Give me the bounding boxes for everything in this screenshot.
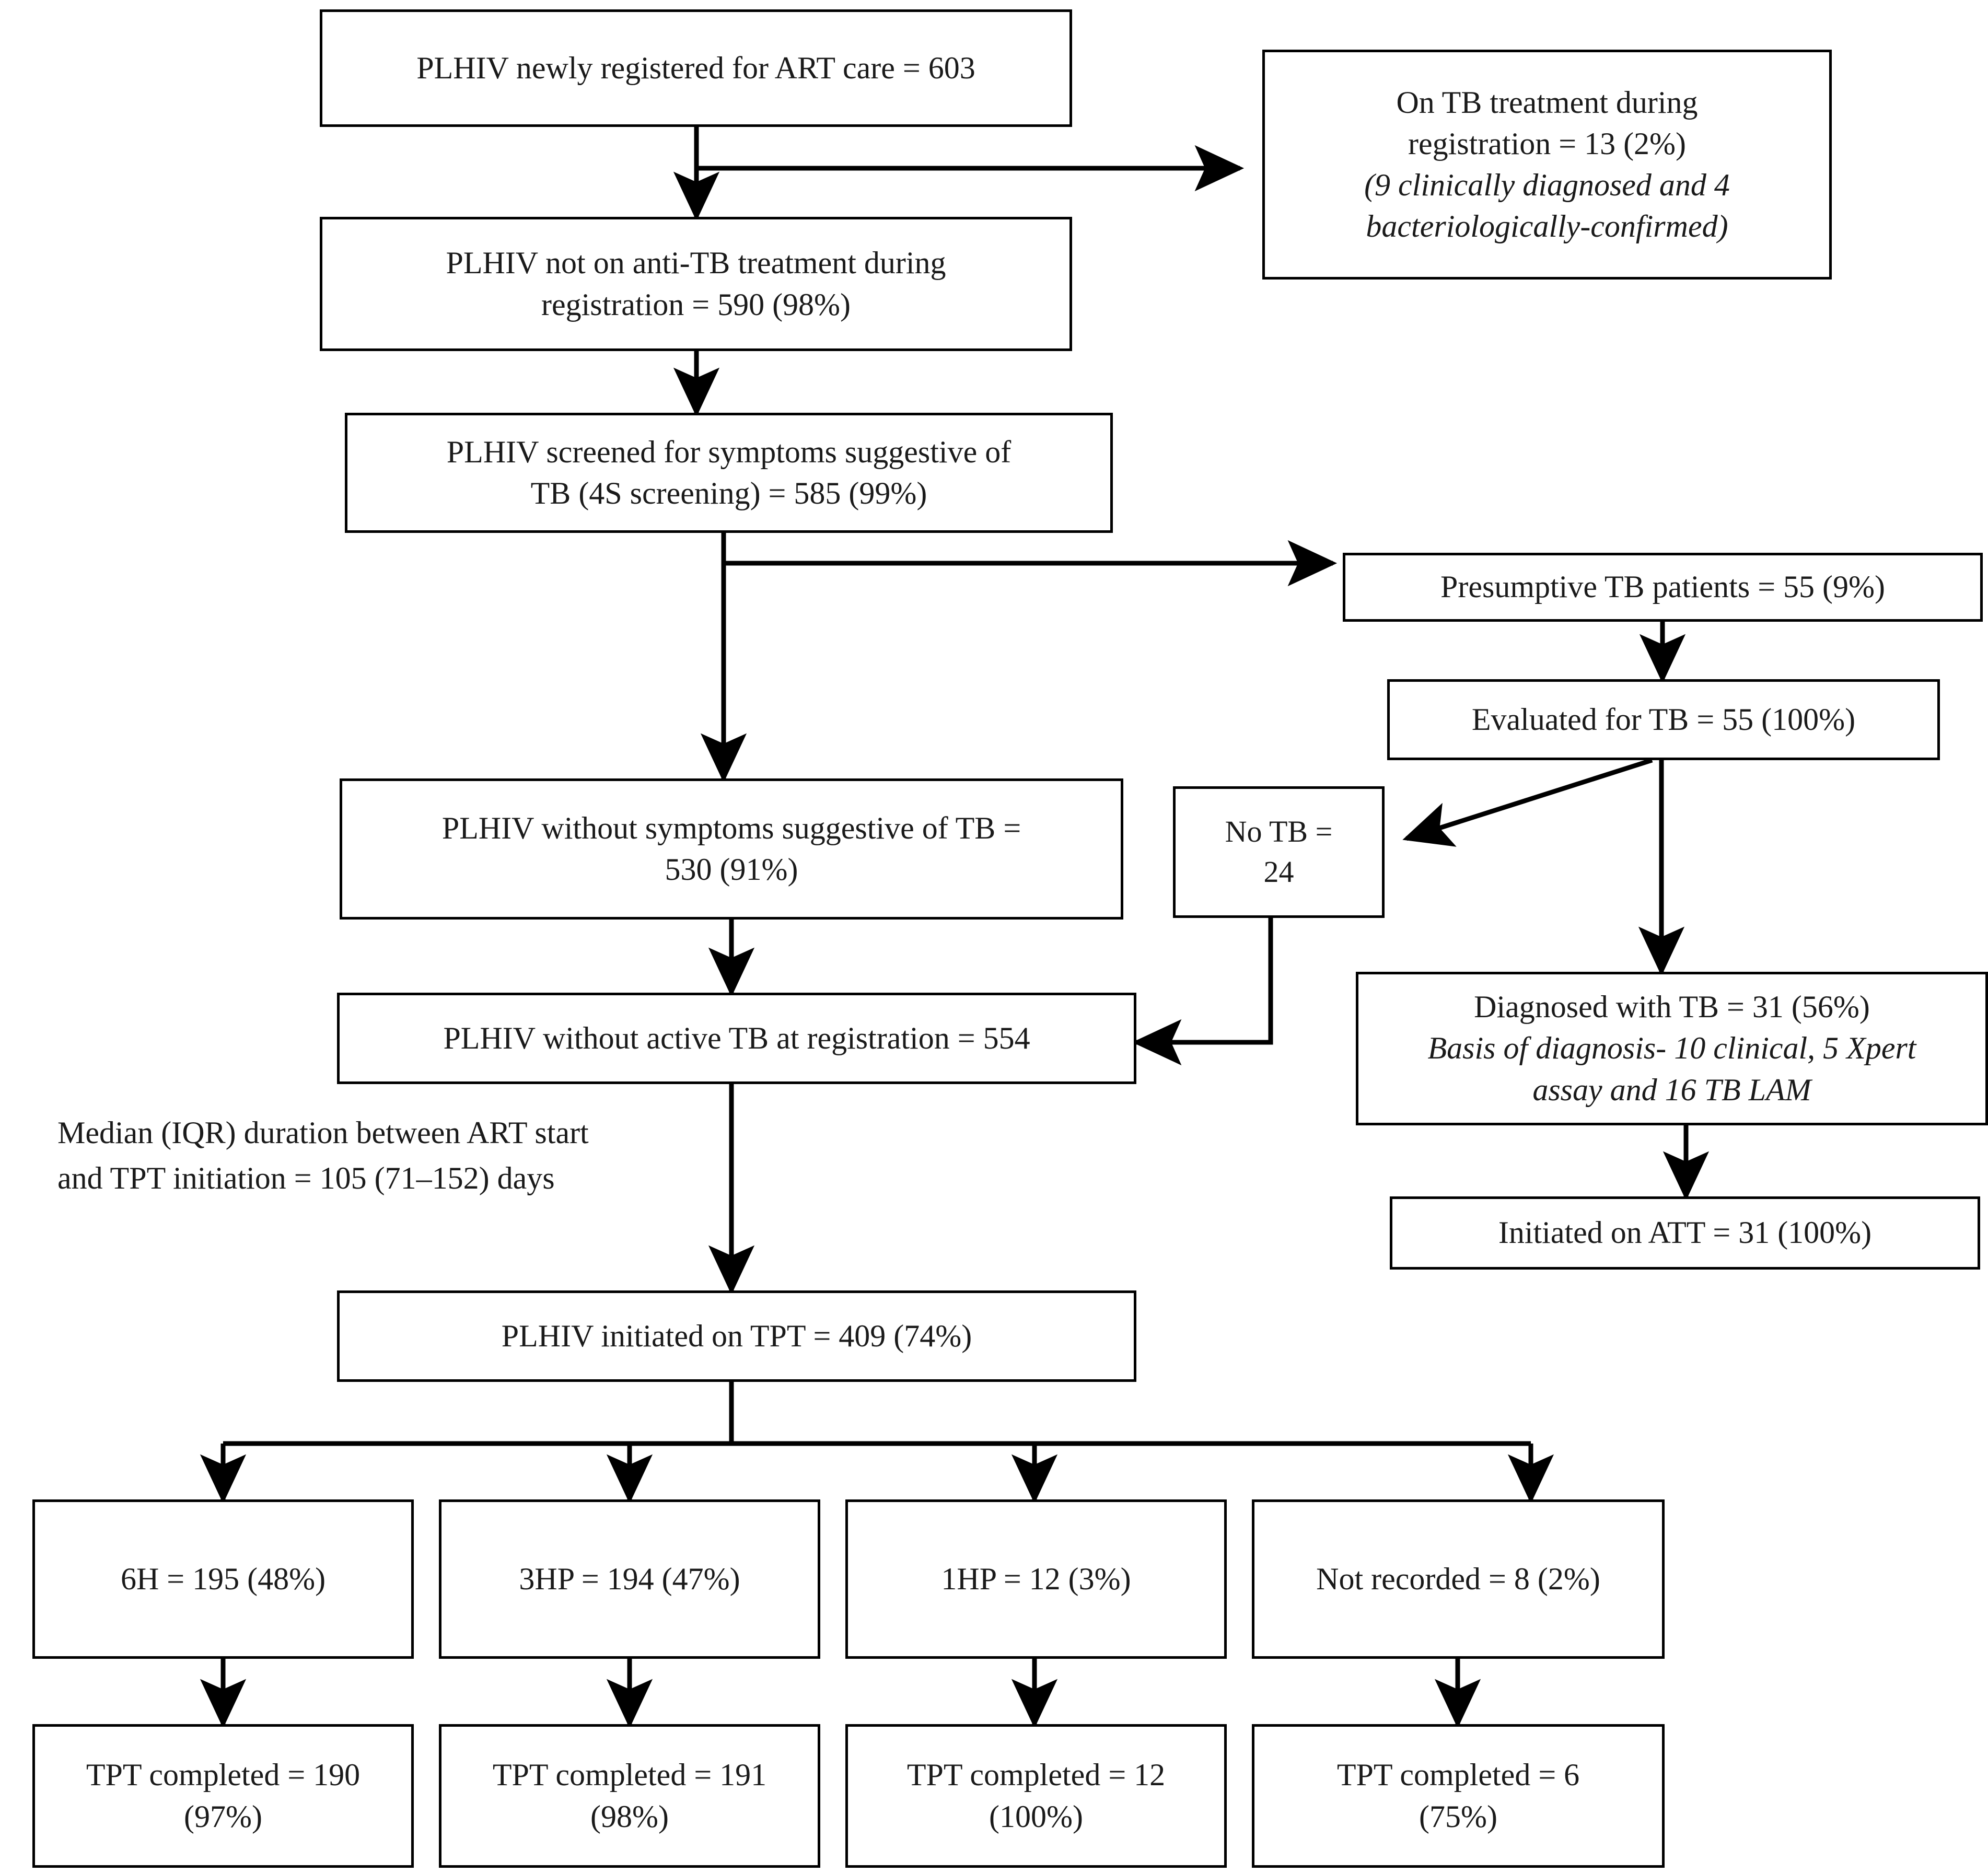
node-completed-3hp-line1: TPT completed = 191 xyxy=(492,1758,767,1793)
node-completed-6h-line2: (97%) xyxy=(184,1799,262,1834)
node-initiated-tpt[interactable]: PLHIV initiated on TPT = 409 (74%) xyxy=(337,1290,1136,1382)
node-screened-line1: PLHIV screened for symptoms suggestive o… xyxy=(446,434,1012,469)
node-completed-3hp-line2: (98%) xyxy=(590,1799,669,1834)
node-on-tb-treatment-line1: On TB treatment during xyxy=(1396,85,1698,120)
node-completed-1hp-line1: TPT completed = 12 xyxy=(906,1758,1166,1793)
node-no-tb[interactable]: No TB = 24 xyxy=(1173,786,1385,918)
node-not-on-anti-tb[interactable]: PLHIV not on anti-TB treatment during re… xyxy=(320,217,1072,351)
node-on-tb-treatment-sub1: (9 clinically diagnosed and 4 xyxy=(1364,168,1730,202)
annotation-median-iqr-line2: and TPT initiation = 105 (71–152) days xyxy=(57,1161,555,1195)
annotation-median-iqr-line1: Median (IQR) duration between ART start xyxy=(57,1115,589,1150)
node-screened[interactable]: PLHIV screened for symptoms suggestive o… xyxy=(345,413,1113,533)
node-regimen-6h-line1: 6H = 195 (48%) xyxy=(120,1561,326,1596)
node-regimen-not-recorded-line1: Not recorded = 8 (2%) xyxy=(1316,1561,1600,1596)
node-evaluated[interactable]: Evaluated for TB = 55 (100%) xyxy=(1387,679,1940,760)
node-without-symptoms-line2: 530 (91%) xyxy=(665,852,798,887)
node-without-symptoms[interactable]: PLHIV without symptoms suggestive of TB … xyxy=(340,778,1123,920)
node-registered-line1: PLHIV newly registered for ART care = 60… xyxy=(416,50,975,85)
node-regimen-3hp-line1: 3HP = 194 (47%) xyxy=(519,1561,740,1596)
node-diagnosed-tb[interactable]: Diagnosed with TB = 31 (56%) Basis of di… xyxy=(1356,972,1988,1125)
node-completed-1hp-line2: (100%) xyxy=(989,1799,1083,1834)
edge-evaluated-to-no-tb xyxy=(1402,758,1653,847)
node-completed-1hp[interactable]: TPT completed = 12 (100%) xyxy=(845,1724,1227,1868)
node-regimen-1hp[interactable]: 1HP = 12 (3%) xyxy=(845,1499,1227,1659)
node-completed-6h[interactable]: TPT completed = 190 (97%) xyxy=(32,1724,414,1868)
annotation-median-iqr: Median (IQR) duration between ART start … xyxy=(57,1110,747,1201)
node-initiated-att[interactable]: Initiated on ATT = 31 (100%) xyxy=(1390,1196,1980,1270)
node-presumptive-line1: Presumptive TB patients = 55 (9%) xyxy=(1440,569,1885,604)
node-screened-line2: TB (4S screening) = 585 (99%) xyxy=(530,476,927,510)
node-no-tb-line1: No TB = xyxy=(1225,815,1333,849)
node-completed-not-recorded-line2: (75%) xyxy=(1419,1799,1497,1834)
node-no-tb-line2: 24 xyxy=(1263,855,1294,889)
node-diagnosed-tb-sub1: Basis of diagnosis- 10 clinical, 5 Xpert xyxy=(1427,1031,1916,1066)
node-diagnosed-tb-line1: Diagnosed with TB = 31 (56%) xyxy=(1474,990,1870,1025)
node-regimen-6h[interactable]: 6H = 195 (48%) xyxy=(32,1499,414,1659)
node-on-tb-treatment[interactable]: On TB treatment during registration = 13… xyxy=(1262,50,1832,280)
node-without-active-tb[interactable]: PLHIV without active TB at registration … xyxy=(337,993,1136,1084)
edge-no-tb-to-without-active-tb xyxy=(1132,918,1273,1066)
node-not-on-anti-tb-line1: PLHIV not on anti-TB treatment during xyxy=(446,246,946,281)
node-registered[interactable]: PLHIV newly registered for ART care = 60… xyxy=(320,9,1072,127)
node-initiated-att-line1: Initiated on ATT = 31 (100%) xyxy=(1498,1215,1872,1250)
node-completed-not-recorded[interactable]: TPT completed = 6 (75%) xyxy=(1252,1724,1665,1868)
node-completed-6h-line1: TPT completed = 190 xyxy=(86,1758,361,1793)
node-presumptive[interactable]: Presumptive TB patients = 55 (9%) xyxy=(1343,553,1983,622)
node-evaluated-line1: Evaluated for TB = 55 (100%) xyxy=(1471,702,1856,737)
node-regimen-not-recorded[interactable]: Not recorded = 8 (2%) xyxy=(1252,1499,1665,1659)
node-without-active-tb-line1: PLHIV without active TB at registration … xyxy=(443,1020,1030,1055)
node-diagnosed-tb-sub2: assay and 16 TB LAM xyxy=(1532,1072,1811,1107)
node-regimen-3hp[interactable]: 3HP = 194 (47%) xyxy=(439,1499,820,1659)
node-completed-not-recorded-line1: TPT completed = 6 xyxy=(1336,1758,1580,1793)
node-initiated-tpt-line1: PLHIV initiated on TPT = 409 (74%) xyxy=(501,1318,972,1353)
node-not-on-anti-tb-line2: registration = 590 (98%) xyxy=(541,287,851,322)
node-on-tb-treatment-line2: registration = 13 (2%) xyxy=(1408,126,1687,161)
node-regimen-1hp-line1: 1HP = 12 (3%) xyxy=(941,1561,1131,1596)
node-without-symptoms-line1: PLHIV without symptoms suggestive of TB … xyxy=(441,810,1021,845)
node-completed-3hp[interactable]: TPT completed = 191 (98%) xyxy=(439,1724,820,1868)
node-on-tb-treatment-sub2: bacteriologically-confirmed) xyxy=(1366,209,1728,244)
